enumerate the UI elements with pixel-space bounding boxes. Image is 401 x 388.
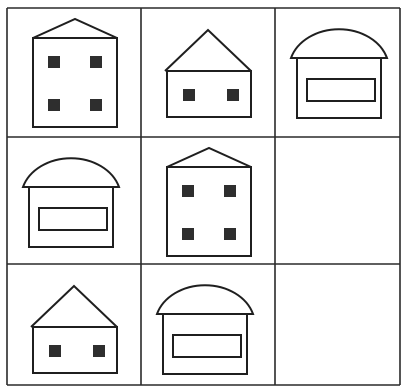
window-square-3 bbox=[48, 99, 60, 111]
window-square-1 bbox=[182, 185, 194, 197]
roof-icon bbox=[33, 19, 117, 38]
roof-icon bbox=[31, 286, 117, 327]
house-body bbox=[29, 187, 113, 247]
puzzle-cells bbox=[23, 19, 387, 374]
dome-roof-icon bbox=[157, 285, 253, 314]
cell-r1-c2-pointed-roof-two-windows bbox=[165, 30, 251, 117]
cell-r1-c1-flat-hip-roof-tall-four-windows bbox=[33, 19, 117, 127]
window-square-2 bbox=[93, 345, 105, 357]
cell-r3-c2-dome-roof-banner-window bbox=[157, 285, 253, 374]
cell-r3-c1-pointed-roof-two-windows bbox=[31, 286, 117, 373]
cell-r1-c3-dome-roof-banner-window bbox=[291, 29, 387, 118]
cell-r2-c1-dome-roof-banner-window bbox=[23, 158, 119, 247]
window-square-4 bbox=[224, 228, 236, 240]
house-body bbox=[167, 167, 251, 256]
window-square-1 bbox=[49, 345, 61, 357]
window-square-1 bbox=[48, 56, 60, 68]
house-body bbox=[297, 58, 381, 118]
cell-r2-c2-flat-hip-roof-tall-four-windows bbox=[167, 148, 251, 256]
window-square-1 bbox=[183, 89, 195, 101]
puzzle-grid bbox=[7, 8, 400, 385]
house-body bbox=[33, 38, 117, 127]
dome-roof-icon bbox=[291, 29, 387, 58]
roof-icon bbox=[165, 30, 251, 71]
window-square-2 bbox=[90, 56, 102, 68]
banner-window bbox=[173, 335, 241, 357]
banner-window bbox=[39, 208, 107, 230]
window-square-2 bbox=[227, 89, 239, 101]
window-square-3 bbox=[182, 228, 194, 240]
dome-roof-icon bbox=[23, 158, 119, 187]
house-body bbox=[163, 314, 247, 374]
roof-icon bbox=[167, 148, 251, 167]
window-square-4 bbox=[90, 99, 102, 111]
window-square-2 bbox=[224, 185, 236, 197]
banner-window bbox=[307, 79, 375, 101]
